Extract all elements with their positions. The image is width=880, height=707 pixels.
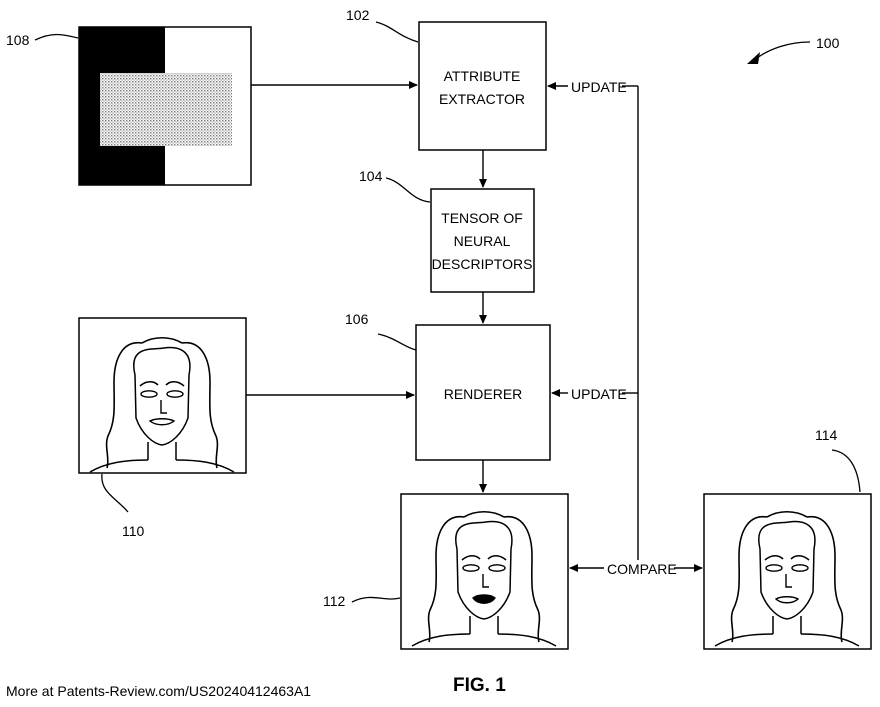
input-attribute-image [78,26,252,186]
update-label-mid: UPDATE [571,386,627,402]
ref-106: 106 [345,311,369,327]
ref-102: 102 [346,7,370,23]
ref-100: 100 [816,35,840,51]
ref-114: 114 [815,427,838,443]
tensor-label-1: TENSOR OF [441,210,523,226]
attribute-extractor-label-1: ATTRIBUTE [444,68,521,84]
renderer-box: RENDERER [415,324,551,461]
ref-110: 110 [122,523,145,539]
attribute-extractor-label-2: EXTRACTOR [439,91,525,107]
tensor-label-3: DESCRIPTORS [432,256,533,272]
tensor-descriptors-box: TENSOR OF NEURAL DESCRIPTORS [430,188,535,293]
figure-label: FIG. 1 [453,675,506,696]
input-face-image [78,317,247,474]
ground-truth-image [703,493,872,650]
compare-label: COMPARE [607,561,677,577]
attribute-extractor-box: ATTRIBUTE EXTRACTOR [418,21,547,151]
connectors [246,81,703,572]
ref-112: 112 [323,593,346,609]
ref-108: 108 [6,32,30,48]
rendered-output-image [400,493,569,650]
renderer-label: RENDERER [444,386,523,402]
ref-100-arrowhead [747,52,760,64]
tensor-label-2: NEURAL [454,233,511,249]
reference-leaders [34,21,861,603]
ref-104: 104 [359,168,383,184]
source-footer: More at Patents-Review.com/US20240412463… [6,683,312,699]
update-label-top: UPDATE [571,79,627,95]
